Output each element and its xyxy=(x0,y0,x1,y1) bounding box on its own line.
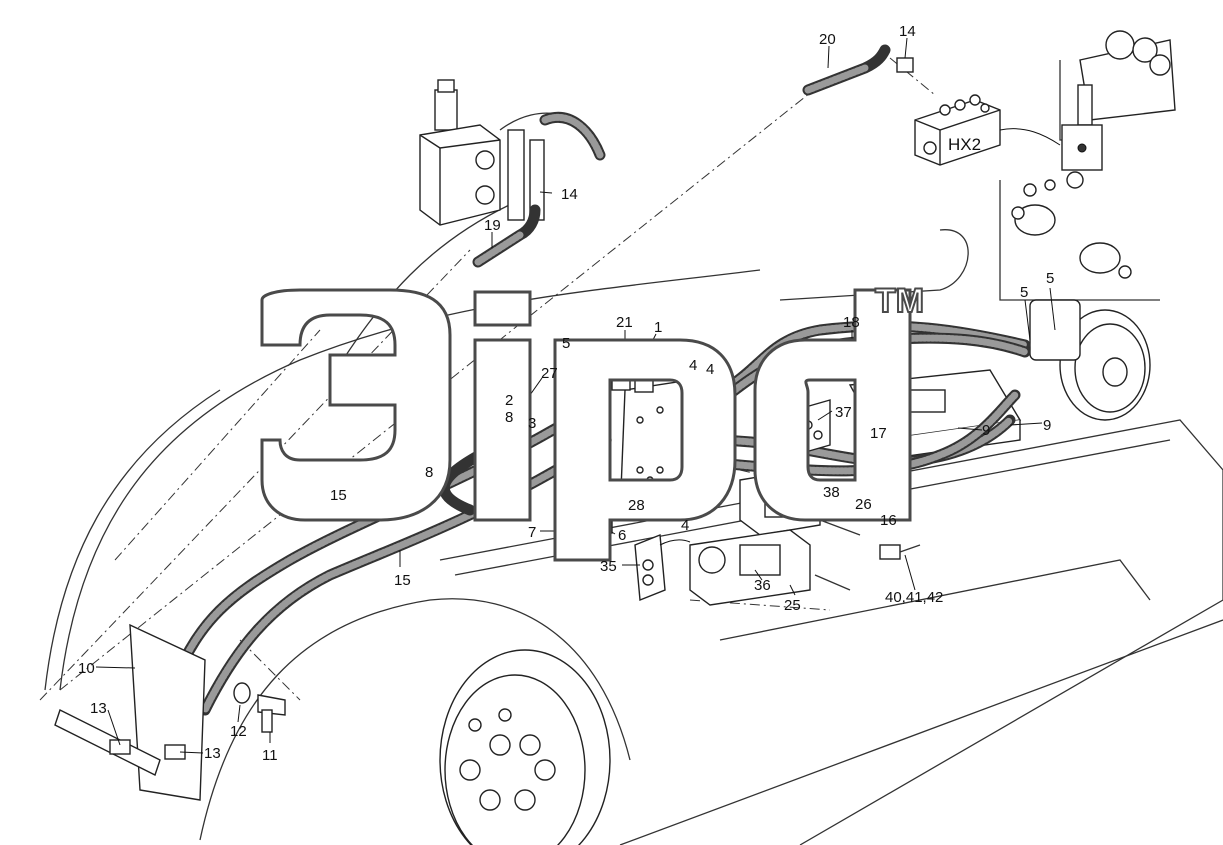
callout-15: 15 xyxy=(330,487,347,504)
callout-5: 5 xyxy=(1020,284,1028,301)
callout-11: 11 xyxy=(262,747,278,764)
callout-27: 27 xyxy=(541,365,558,382)
callout-37: 37 xyxy=(835,404,852,421)
top-valve-group xyxy=(419,79,606,226)
callout-35: 35 xyxy=(600,558,617,575)
callout-4: 4 xyxy=(681,517,689,534)
hx2-label: HX2 xyxy=(948,135,981,154)
callout-9: 9 xyxy=(982,422,990,439)
callout-26: 26 xyxy=(855,496,872,513)
callout-8: 8 xyxy=(425,464,433,481)
callout-2: 2 xyxy=(505,392,513,409)
callout-4: 4 xyxy=(706,361,714,378)
callout-38: 38 xyxy=(823,484,840,501)
callout-1: 1 xyxy=(654,319,662,336)
watermark-logo: TM xyxy=(260,281,925,562)
callout-18: 18 xyxy=(843,314,860,331)
callout-15: 15 xyxy=(394,572,411,589)
callout-17: 17 xyxy=(870,425,887,442)
callout-3: 3 xyxy=(528,415,536,432)
callout-21: 21 xyxy=(616,314,633,331)
hx2-valve-block: HX2 xyxy=(914,94,1061,166)
callout-28: 28 xyxy=(628,497,645,514)
watermark-tm: TM xyxy=(875,282,924,320)
bolt-11 xyxy=(257,694,286,733)
hose-20 xyxy=(802,44,914,96)
callout-20: 20 xyxy=(819,31,836,48)
bolts-25-26 xyxy=(814,519,861,591)
callout-14: 14 xyxy=(561,186,578,203)
bracket-10 xyxy=(54,623,206,801)
bracket-35 xyxy=(634,534,691,601)
callout-12: 12 xyxy=(230,723,247,740)
callout-10: 10 xyxy=(78,660,95,677)
solenoid-valve-36 xyxy=(689,529,811,606)
callout-8: 8 xyxy=(505,409,513,426)
callout-19: 19 xyxy=(484,217,501,234)
wheel-hub xyxy=(439,649,611,845)
pump-group-top-right xyxy=(1011,30,1176,279)
callout-9: 9 xyxy=(1043,417,1051,434)
callout-16: 16 xyxy=(880,512,897,529)
hose-19 xyxy=(472,204,541,268)
callout-labels: 20 14 14 19 5 5 18 21 1 5 4 4 27 2 8 3 3… xyxy=(78,23,1054,764)
washer-12 xyxy=(233,682,251,704)
connector-40 xyxy=(879,544,921,560)
callout-6: 6 xyxy=(618,527,626,544)
callout-7: 7 xyxy=(528,524,536,541)
callout-40-41-42: 40,41,42 xyxy=(885,589,943,606)
callout-25: 25 xyxy=(784,597,801,614)
callout-4: 4 xyxy=(689,357,697,374)
callout-13: 13 xyxy=(204,745,221,762)
callout-5: 5 xyxy=(1046,270,1054,287)
callout-13: 13 xyxy=(90,700,107,717)
callout-36: 36 xyxy=(754,577,771,594)
callout-14: 14 xyxy=(899,23,916,40)
callout-5: 5 xyxy=(562,335,570,352)
pulley-assembly xyxy=(1029,299,1151,421)
